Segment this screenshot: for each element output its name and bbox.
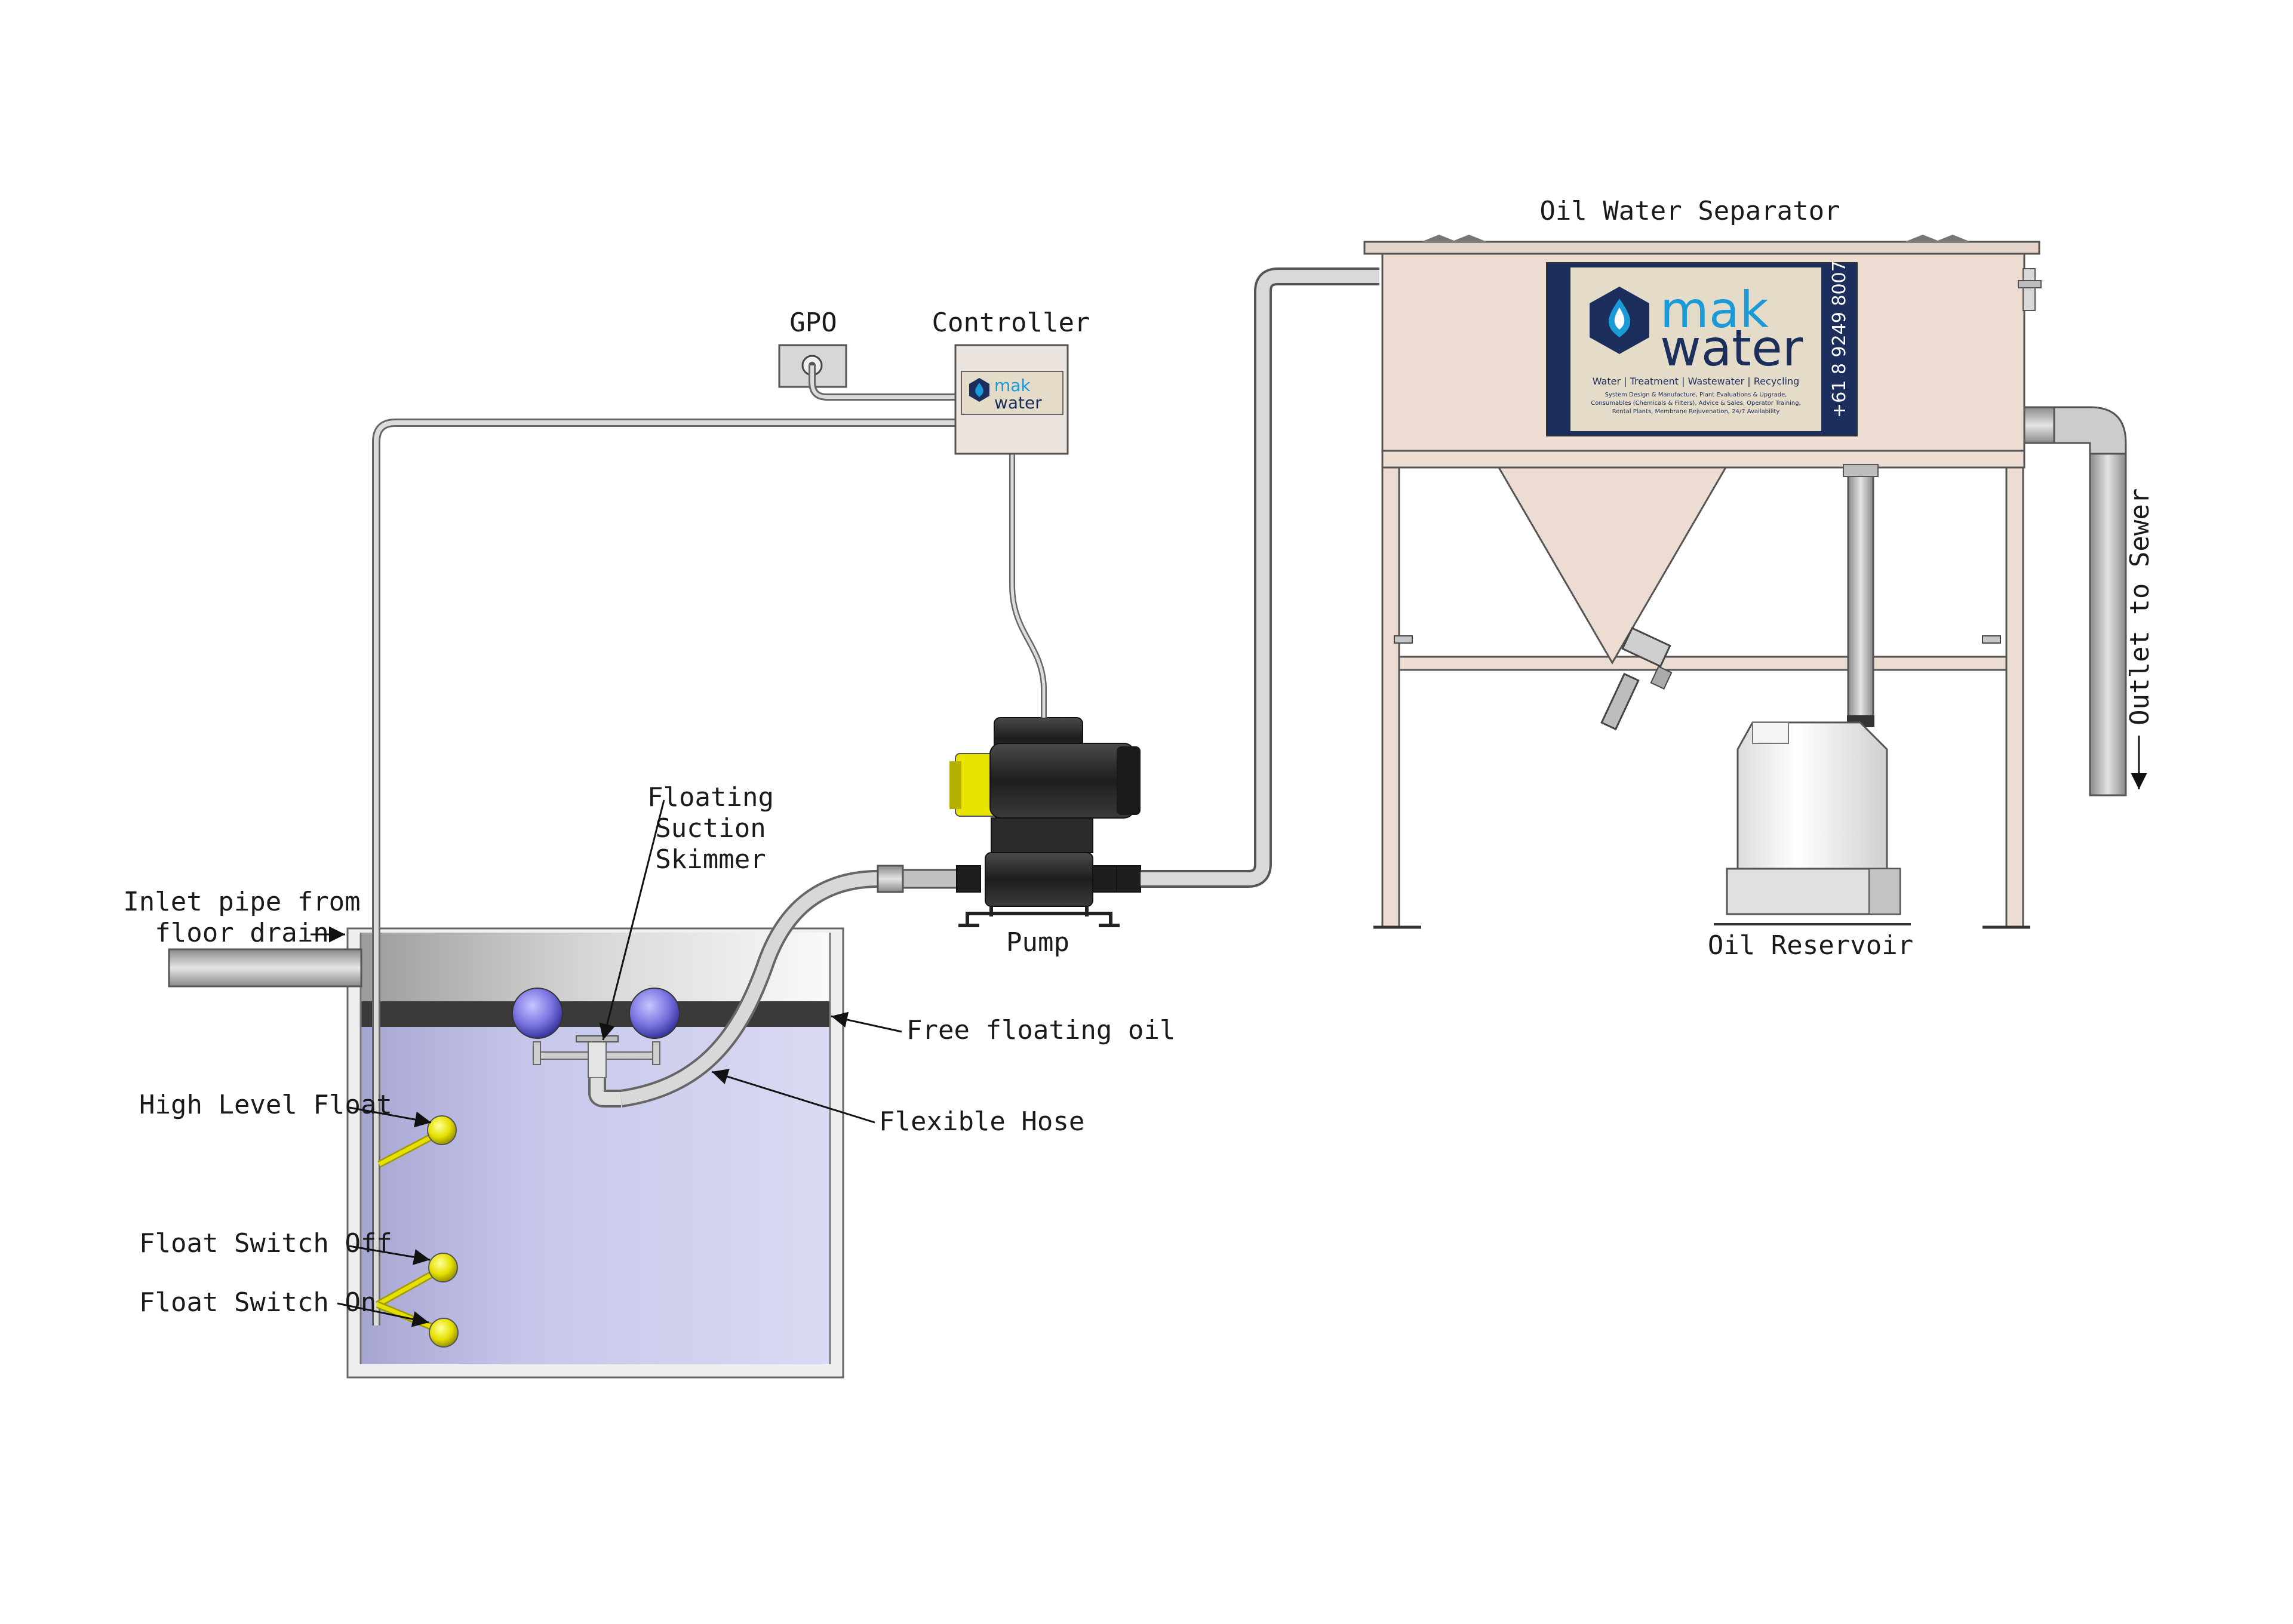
leader-lines [311,736,2147,1327]
label-controller: Controller [932,307,1090,338]
leader-skimmer [599,799,665,1041]
sludge-drain-valve [1600,626,1673,731]
pump-cable [1009,454,1047,718]
logo-water-text: water [1660,319,1803,377]
high-level-float [377,1115,457,1168]
skimmer-float-ball [512,988,563,1039]
label-gpo: GPO [789,307,837,338]
suction-fitting [877,865,981,893]
makwater-logo-panel: mak water Water | Treatment | Wastewater… [1546,260,1858,436]
logo-phone: +61 8 9249 8007 [1829,260,1850,418]
logo-mak-text: mak [1660,281,1769,339]
pump [949,717,1141,927]
controller-logo-water: water [994,393,1042,413]
labels: Oil Water Separator GPO Controller Float… [123,196,2155,1318]
label-inlet-line-2: floor drain [155,918,328,948]
skimmer-float-ball [629,988,680,1039]
leader-float-on [337,1302,429,1327]
oil-outlet-pipe [1847,466,1874,719]
logo-services-line-3: Rental Plants, Membrane Rejuvenation, 24… [1612,408,1780,415]
floating-suction-skimmer [512,988,680,1108]
float-switch-off [376,1253,458,1308]
label-floating-line-1: Floating [647,782,774,813]
label-pump: Pump [1006,927,1069,958]
label-high-level-float: High Level Float [139,1090,392,1120]
label-inlet-line-1: Inlet pipe from [123,887,360,917]
label-floating-line-3: Skimmer [655,844,766,875]
controller-box: mak water [954,344,1069,455]
label-outlet-to-sewer: Outlet to Sewer [2125,488,2155,725]
oil-reservoir [1714,715,1911,925]
logo-services-line-1: System Design & Manufacture, Plant Evalu… [1605,392,1787,398]
leader-float-off [349,1245,431,1265]
sewer-outlet-pipe [2023,406,2127,796]
makwater-logo-icon [1590,287,1649,354]
label-floating-line-2: Suction [655,813,766,844]
collection-pit [346,927,844,1379]
label-oil-water-separator: Oil Water Separator [1539,196,1840,226]
inlet-pipe [168,948,362,988]
discharge-pipe [1116,267,1379,893]
label-float-switch-off: Float Switch Off [139,1228,392,1259]
label-float-switch-on: Float Switch On [139,1287,376,1318]
logo-services-line-2: Consumables (Chemicals & Filters), Advic… [1591,400,1800,407]
leader-flexible-hose [711,1069,875,1124]
label-free-floating-oil: Free floating oil [906,1015,1175,1045]
label-flexible-hose: Flexible Hose [879,1106,1084,1137]
controller-logo-mak: mak [994,376,1031,395]
label-oil-reservoir: Oil Reservoir [1708,930,1913,961]
leader-free-oil [831,1011,902,1033]
logo-tagline: Water | Treatment | Wastewater | Recycli… [1593,376,1800,387]
leader-high-float [349,1106,432,1128]
free-floating-oil-layer [361,1001,830,1027]
